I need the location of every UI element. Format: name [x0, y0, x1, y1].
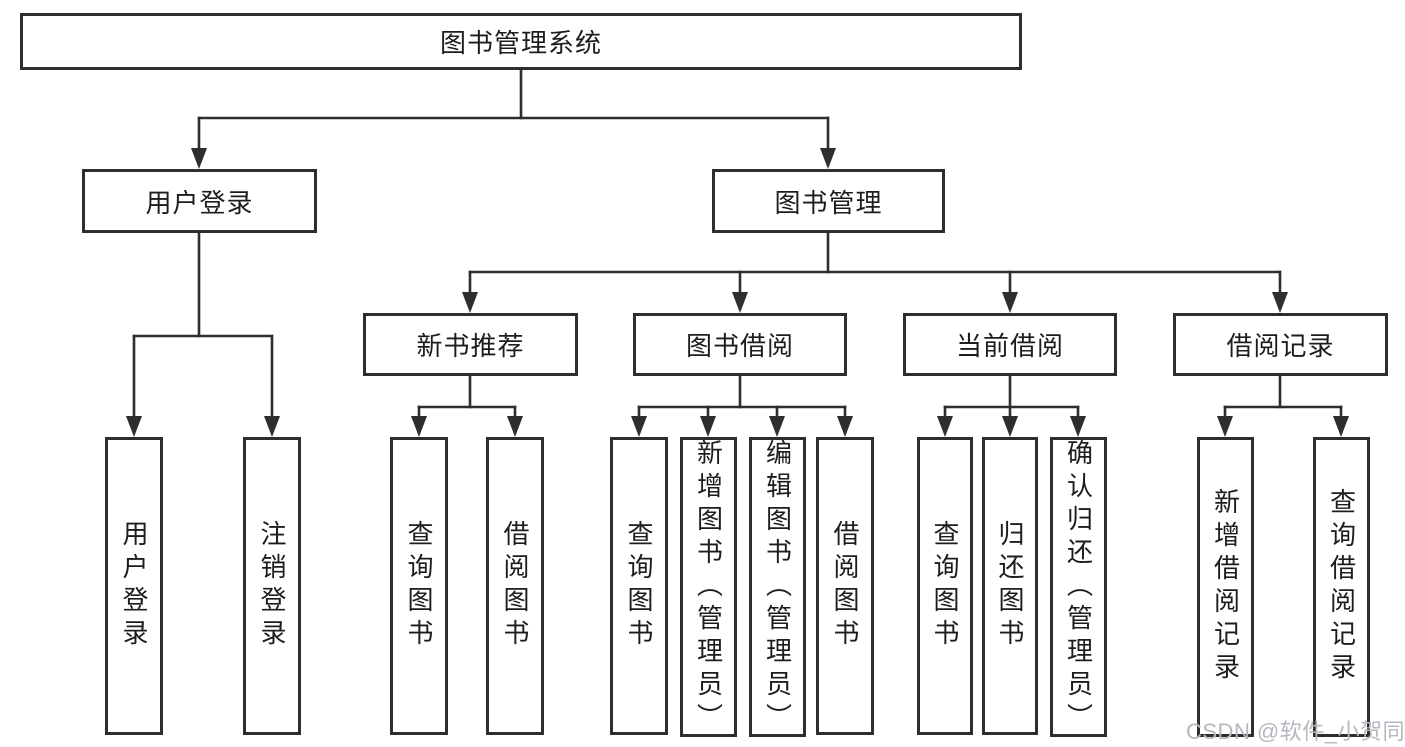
node-label: 用户登录: [119, 520, 149, 652]
node-label: 图书管理: [774, 187, 883, 218]
diagram-node-user-login-group: 用户登录: [82, 169, 317, 233]
arrowhead-icon: [126, 416, 142, 437]
arrowhead-icon: [937, 416, 953, 437]
arrowhead-icon: [1002, 416, 1018, 437]
diagram-node-leaf-add-book: 新增图书（管理员）: [680, 437, 737, 737]
node-label: 注销登录: [257, 520, 287, 652]
node-label: 查询借阅记录: [1326, 488, 1357, 686]
arrowhead-icon: [631, 416, 647, 437]
diagram-node-system: 图书管理系统: [20, 13, 1022, 70]
arrowhead-icon: [820, 148, 836, 169]
diagram-node-leaf-confirm-return: 确认归还（管理员）: [1050, 437, 1107, 737]
arrowhead-icon: [462, 292, 478, 313]
diagram-node-book-management: 图书管理: [712, 169, 945, 233]
arrowhead-icon: [732, 292, 748, 313]
node-label: 归还图书: [995, 520, 1025, 652]
node-label: 图书借阅: [685, 331, 794, 361]
diagram-node-leaf-edit-book: 编辑图书（管理员）: [749, 437, 806, 737]
node-label: 查询图书: [404, 520, 434, 652]
node-label: 确认归还（管理员）: [1063, 438, 1094, 736]
node-label: 新增借阅记录: [1210, 488, 1241, 686]
arrowhead-icon: [837, 416, 853, 437]
node-label: 编辑图书（管理员）: [762, 438, 793, 736]
arrowhead-icon: [1070, 416, 1086, 437]
diagram-node-book-borrow: 图书借阅: [633, 313, 847, 376]
node-label: 借阅图书: [500, 520, 530, 652]
arrowhead-icon: [769, 416, 785, 437]
diagram-node-leaf-borrow-book-1: 借阅图书: [486, 437, 544, 735]
arrowhead-icon: [1272, 292, 1288, 313]
node-label: 图书管理系统: [439, 28, 602, 58]
arrowhead-icon: [1217, 416, 1233, 437]
diagram-node-leaf-borrow-book-2: 借阅图书: [816, 437, 874, 735]
arrowhead-icon: [1002, 292, 1018, 313]
arrowhead-icon: [1333, 416, 1349, 437]
diagram-node-borrow-record: 借阅记录: [1173, 313, 1388, 376]
arrowhead-icon: [411, 416, 427, 437]
diagram-node-leaf-query-book-2: 查询图书: [610, 437, 668, 735]
diagram-node-leaf-add-record: 新增借阅记录: [1197, 437, 1254, 737]
diagram-node-leaf-logout: 注销登录: [243, 437, 301, 735]
diagram-node-new-book-recommend: 新书推荐: [363, 313, 578, 376]
node-label: 查询图书: [930, 520, 960, 652]
node-label: 当前借阅: [955, 331, 1064, 361]
arrowhead-icon: [264, 416, 280, 437]
node-label: 借阅记录: [1226, 331, 1335, 361]
arrowhead-icon: [191, 148, 207, 169]
arrowhead-icon: [700, 416, 716, 437]
diagram-node-leaf-user-login: 用户登录: [105, 437, 163, 735]
node-label: 查询图书: [624, 520, 654, 652]
diagram-node-leaf-query-book-1: 查询图书: [390, 437, 448, 735]
node-label: 用户登录: [145, 187, 254, 218]
arrowhead-icon: [507, 416, 523, 437]
diagram-node-leaf-query-record: 查询借阅记录: [1313, 437, 1370, 737]
node-label: 借阅图书: [830, 520, 860, 652]
node-label: 新增图书（管理员）: [693, 438, 724, 736]
watermark: CSDN @软件_小贺同学: [1186, 719, 1405, 744]
node-label: 新书推荐: [416, 331, 525, 361]
diagram-node-current-borrow: 当前借阅: [903, 313, 1117, 376]
diagram-node-leaf-query-book-3: 查询图书: [917, 437, 973, 735]
diagram-node-leaf-return-book: 归还图书: [982, 437, 1038, 735]
